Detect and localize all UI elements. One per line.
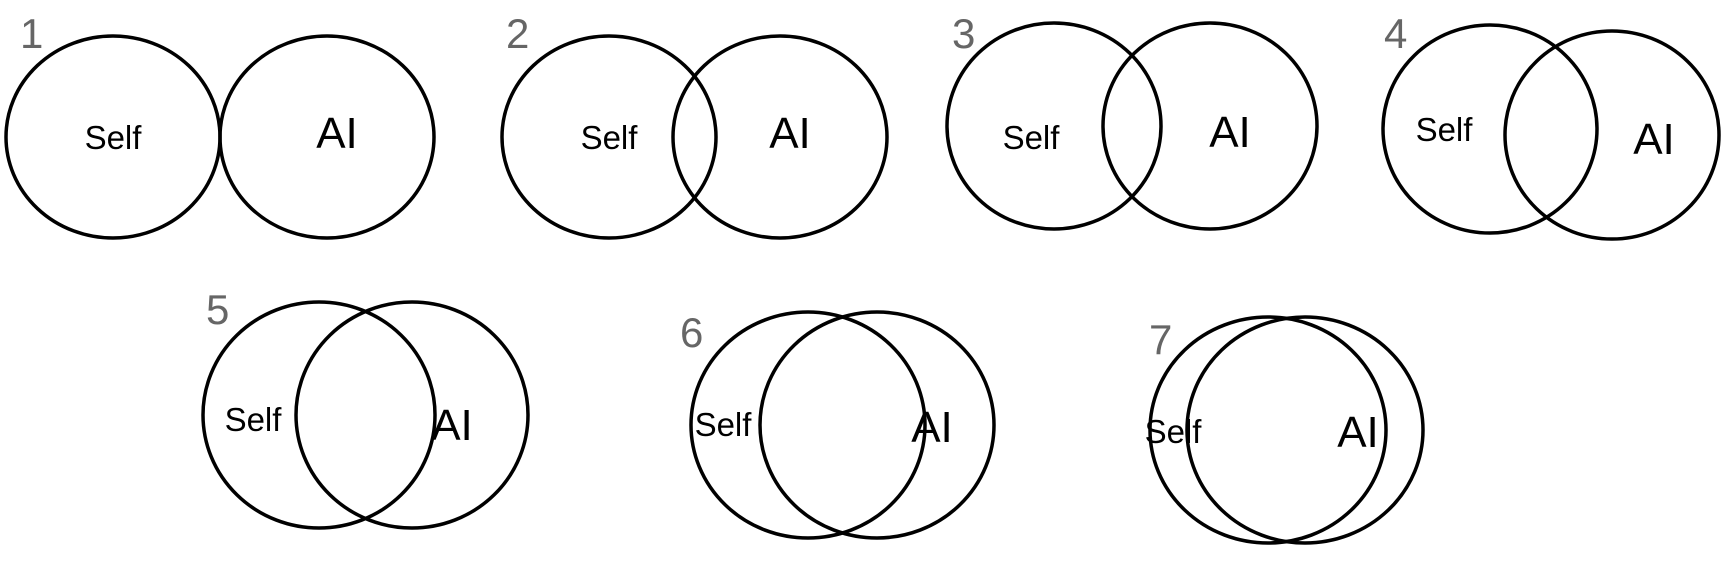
option-6[interactable]: 6 Self AI <box>680 309 996 540</box>
option-number: 1 <box>20 10 43 57</box>
ai-circle <box>671 34 889 240</box>
ai-circle <box>1101 21 1319 231</box>
ai-label: AI <box>316 109 358 158</box>
self-label: Self <box>1416 111 1474 148</box>
self-label: Self <box>1145 413 1203 450</box>
self-label: Self <box>1003 119 1061 156</box>
self-circle <box>945 21 1163 231</box>
option-4[interactable]: 4 Self AI <box>1381 10 1721 241</box>
ai-circle <box>1185 315 1425 545</box>
self-circle <box>689 310 927 540</box>
ai-label: AI <box>911 403 953 452</box>
option-number: 7 <box>1149 316 1172 363</box>
option-number: 3 <box>952 10 975 57</box>
self-label: Self <box>695 406 753 443</box>
ai-label: AI <box>1633 115 1675 164</box>
self-circle <box>1148 315 1388 545</box>
self-circle <box>500 34 718 240</box>
option-7[interactable]: 7 Self AI <box>1145 315 1425 545</box>
option-number: 4 <box>1384 10 1407 57</box>
ai-label: AI <box>431 401 473 450</box>
option-number: 6 <box>680 309 703 356</box>
ai-circle <box>218 34 436 240</box>
self-label: Self <box>225 401 283 438</box>
option-number: 2 <box>506 10 529 57</box>
ai-circle <box>1503 29 1721 241</box>
option-number: 5 <box>206 286 229 333</box>
self-label: Self <box>581 119 639 156</box>
ai-label: AI <box>1209 108 1251 157</box>
self-circle <box>1381 23 1599 235</box>
ai-circle <box>294 300 530 530</box>
ai-label: AI <box>1337 408 1379 457</box>
option-1[interactable]: 1 Self AI <box>4 10 436 240</box>
self-circle <box>201 300 437 530</box>
ai-label: AI <box>769 109 811 158</box>
option-5[interactable]: 5 Self AI <box>201 286 530 530</box>
option-2[interactable]: 2 Self AI <box>500 10 889 240</box>
option-3[interactable]: 3 Self AI <box>945 10 1319 231</box>
self-label: Self <box>85 119 143 156</box>
ai-circle <box>758 310 996 540</box>
